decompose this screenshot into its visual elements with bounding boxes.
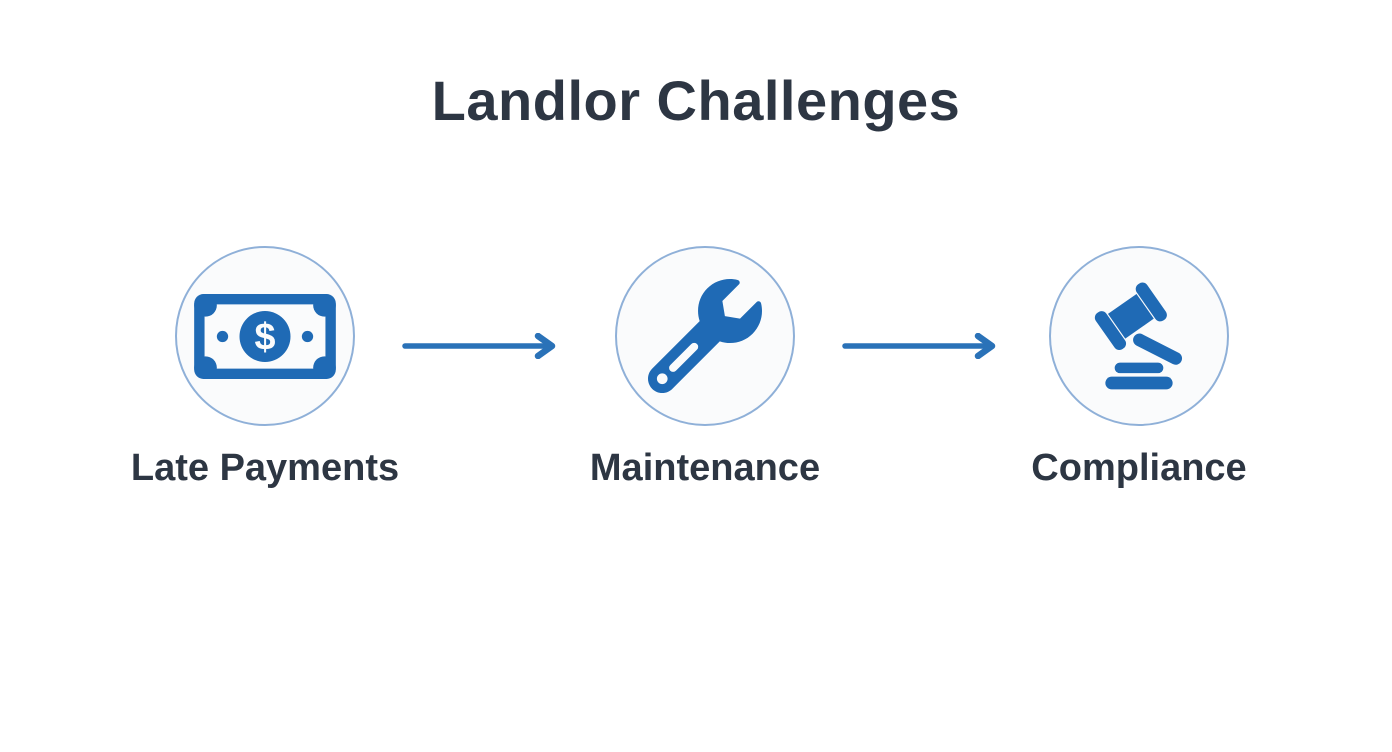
step-label-compliance: Compliance	[1031, 447, 1247, 489]
dollar-sign-glyph: $	[254, 316, 275, 358]
step-compliance: Compliance	[989, 246, 1289, 492]
wrench-circle	[615, 246, 795, 426]
page-title: Landlor Challenges	[431, 69, 961, 132]
arrow-right-icon	[842, 333, 996, 359]
wrench-icon	[648, 279, 762, 393]
arrow-right-icon	[402, 333, 556, 359]
money-bill-icon: $	[194, 293, 336, 379]
gavel-circle	[1049, 246, 1229, 426]
step-late-payments: $ Late Payments	[115, 246, 415, 492]
step-label-maintenance: Maintenance	[589, 447, 821, 489]
step-label-late-payments: Late Payments	[130, 447, 400, 489]
gavel-icon	[1094, 282, 1183, 390]
money-bill-circle: $	[175, 246, 355, 426]
step-maintenance: Maintenance	[555, 246, 855, 492]
